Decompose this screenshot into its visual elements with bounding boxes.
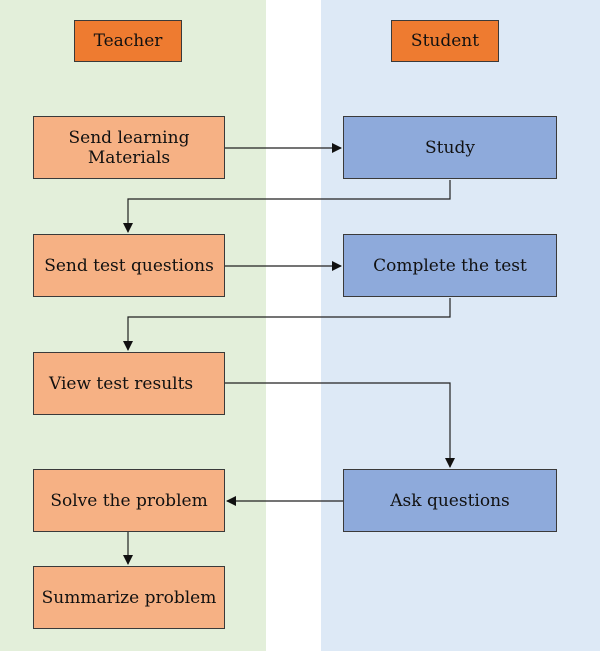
student-header: Student [391, 20, 499, 62]
student-lane [321, 0, 600, 651]
send-materials-box: Send learning Materials [33, 116, 225, 179]
send-test-box: Send test questions [33, 234, 225, 297]
study-box: Study [343, 116, 557, 179]
view-results-box: View test results [33, 352, 225, 415]
teacher-lane [0, 0, 266, 651]
solve-problem-box: Solve the problem [33, 469, 225, 532]
teacher-header: Teacher [74, 20, 182, 62]
ask-questions-box: Ask questions [343, 469, 557, 532]
complete-test-box: Complete the test [343, 234, 557, 297]
summarize-problem-box: Summarize problem [33, 566, 225, 629]
